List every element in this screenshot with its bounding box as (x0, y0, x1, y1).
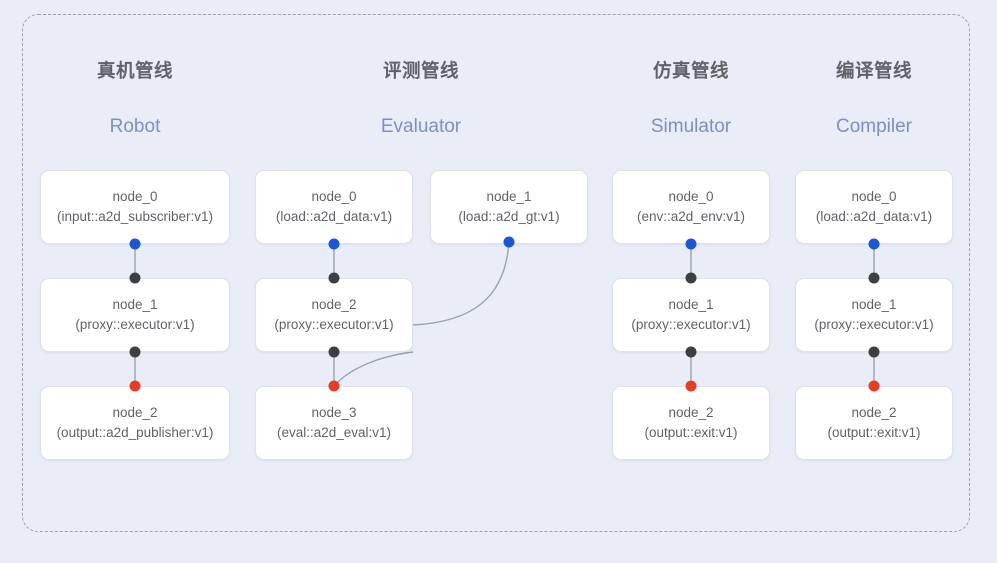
node-simulator-node_1[interactable]: node_1(proxy::executor:v1) (612, 278, 770, 352)
node-name-label: node_1 (668, 296, 714, 312)
node-robot-node_2[interactable]: node_2(output::a2d_publisher:v1) (40, 386, 230, 460)
port-blue-evaluator-0[interactable] (328, 238, 340, 250)
port-red-robot-3[interactable] (129, 380, 141, 392)
node-spec-label: (load::a2d_data:v1) (815, 209, 933, 224)
node-evaluator-node_1[interactable]: node_1(load::a2d_gt:v1) (430, 170, 588, 244)
port-black-robot-2[interactable] (129, 346, 141, 358)
node-spec-label: (proxy::executor:v1) (75, 317, 195, 332)
node-simulator-node_0[interactable]: node_0(env::a2d_env:v1) (612, 170, 770, 244)
node-name-label: node_3 (311, 404, 357, 420)
node-spec-label: (input::a2d_subscriber:v1) (56, 209, 214, 224)
port-black-evaluator-2[interactable] (328, 272, 340, 284)
node-evaluator-node_0[interactable]: node_0(load::a2d_data:v1) (255, 170, 413, 244)
node-compiler-node_1[interactable]: node_1(proxy::executor:v1) (795, 278, 953, 352)
node-name-label: node_0 (668, 188, 714, 204)
port-blue-robot-0[interactable] (129, 238, 141, 250)
node-spec-label: (eval::a2d_eval:v1) (276, 425, 392, 440)
node-compiler-node_2[interactable]: node_2(output::exit:v1) (795, 386, 953, 460)
pipeline-group-frame (22, 14, 970, 532)
node-name-label: node_0 (851, 188, 897, 204)
port-red-compiler-3[interactable] (868, 380, 880, 392)
node-spec-label: (env::a2d_env:v1) (636, 209, 746, 224)
node-robot-node_0[interactable]: node_0(input::a2d_subscriber:v1) (40, 170, 230, 244)
port-black-robot-1[interactable] (129, 272, 141, 284)
node-spec-label: (load::a2d_gt:v1) (458, 209, 560, 224)
node-spec-label: (output::exit:v1) (827, 425, 921, 440)
node-name-label: node_2 (112, 404, 158, 420)
port-black-simulator-2[interactable] (685, 346, 697, 358)
port-blue-compiler-0[interactable] (868, 238, 880, 250)
node-name-label: node_0 (311, 188, 357, 204)
port-red-simulator-3[interactable] (685, 380, 697, 392)
node-robot-node_1[interactable]: node_1(proxy::executor:v1) (40, 278, 230, 352)
port-black-evaluator-3[interactable] (328, 346, 340, 358)
port-black-compiler-2[interactable] (868, 346, 880, 358)
node-name-label: node_2 (311, 296, 357, 312)
node-spec-label: (proxy::executor:v1) (631, 317, 751, 332)
node-name-label: node_2 (668, 404, 714, 420)
port-black-simulator-1[interactable] (685, 272, 697, 284)
node-simulator-node_2[interactable]: node_2(output::exit:v1) (612, 386, 770, 460)
port-red-evaluator-4[interactable] (328, 380, 340, 392)
node-spec-label: (output::a2d_publisher:v1) (56, 425, 214, 440)
node-name-label: node_1 (486, 188, 532, 204)
node-spec-label: (proxy::executor:v1) (814, 317, 934, 332)
port-blue-evaluator-1[interactable] (503, 236, 515, 248)
node-spec-label: (proxy::executor:v1) (274, 317, 394, 332)
node-name-label: node_1 (112, 296, 158, 312)
node-evaluator-node_3[interactable]: node_3(eval::a2d_eval:v1) (255, 386, 413, 460)
node-name-label: node_2 (851, 404, 897, 420)
port-black-compiler-1[interactable] (868, 272, 880, 284)
node-spec-label: (output::exit:v1) (644, 425, 738, 440)
edge-evaluator-2 (412, 241, 510, 326)
node-evaluator-node_2[interactable]: node_2(proxy::executor:v1) (255, 278, 413, 352)
port-blue-simulator-0[interactable] (685, 238, 697, 250)
node-compiler-node_0[interactable]: node_0(load::a2d_data:v1) (795, 170, 953, 244)
node-name-label: node_1 (851, 296, 897, 312)
edge-evaluator-3 (333, 351, 414, 387)
node-name-label: node_0 (112, 188, 158, 204)
node-spec-label: (load::a2d_data:v1) (275, 209, 393, 224)
